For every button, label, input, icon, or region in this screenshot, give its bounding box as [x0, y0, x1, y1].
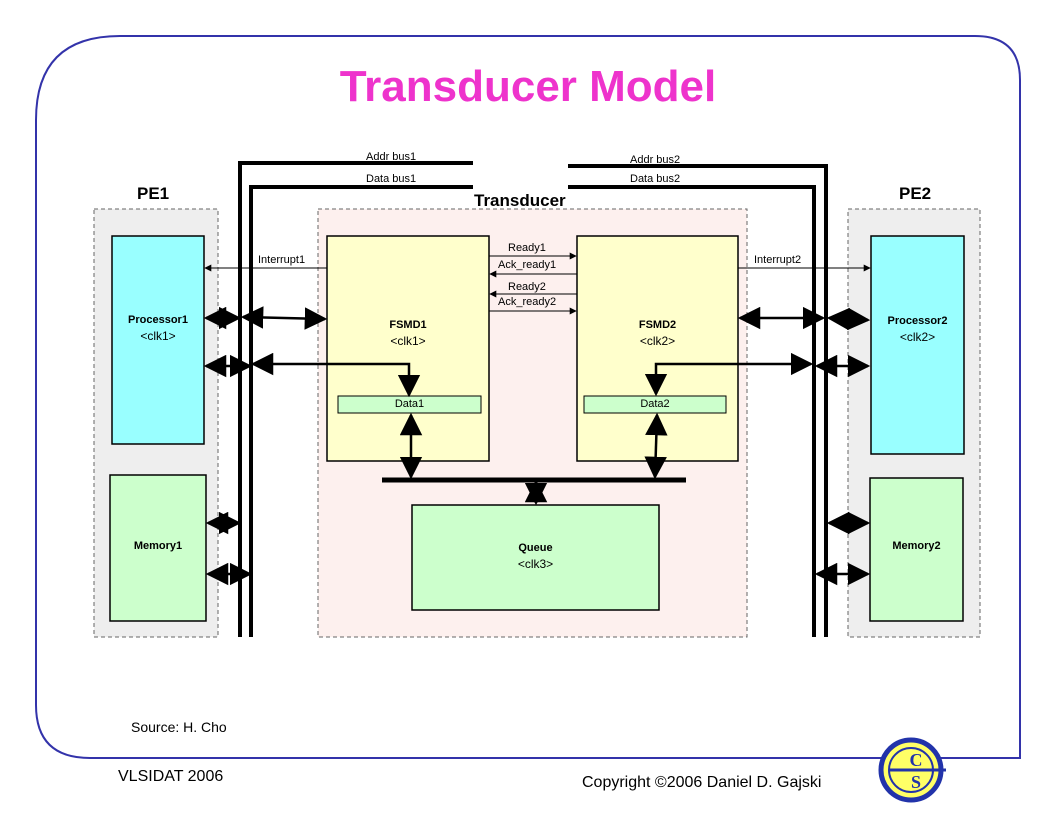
processor2-clk: <clk2> [899, 330, 936, 344]
processor1-block [111, 235, 205, 445]
memory2-block [869, 477, 964, 622]
fsmd2-clk: <clk2> [639, 334, 676, 348]
transducer-label: Transducer [474, 191, 566, 210]
pe1-label: PE1 [137, 184, 170, 203]
processor1-clk: <clk1> [140, 329, 176, 343]
ready1-label: Ready1 [508, 242, 546, 254]
data-bus2-label: Data bus2 [630, 173, 681, 185]
ready2-label: Ready2 [508, 281, 546, 293]
addr-bus1-label: Addr bus1 [366, 151, 417, 163]
data2-label: Data2 [640, 398, 670, 410]
data-bus1-label: Data bus1 [366, 173, 417, 185]
processor1-label: Processor1 <clk1> [112, 312, 204, 344]
data-bus2-line [568, 185, 816, 637]
queue-name: Queue [518, 542, 553, 554]
fsmd1-data-link [250, 352, 421, 398]
memory1-block [109, 474, 207, 622]
fsmd2-data-link [644, 352, 814, 397]
cesc-logo-icon: C S [878, 737, 946, 803]
addr-bus2-label: Addr bus2 [630, 154, 681, 166]
memory2-label: Memory2 [892, 540, 941, 552]
copyright-label: Copyright ©2006 Daniel D. Gajski [582, 774, 822, 791]
pe2-label: PE2 [899, 184, 932, 203]
processor2-name: Processor2 [887, 315, 948, 327]
source-note: Source: H. Cho [131, 719, 227, 735]
queue-label: Queue <clk3> [412, 540, 659, 572]
interrupt2-label: Interrupt2 [754, 254, 802, 266]
fsmd1-label: FSMD1 <clk1> [327, 317, 489, 349]
slide-title: Transducer Model [339, 62, 717, 111]
svg-text:S: S [911, 772, 921, 792]
svg-text:C: C [910, 750, 923, 770]
fsmd1-addr-link [240, 306, 328, 330]
queue-block [411, 504, 660, 611]
data-bus1-line [249, 185, 473, 637]
addr-bus2-line [568, 164, 828, 637]
interrupt1-label: Interrupt1 [258, 254, 306, 266]
addr-bus1-line [238, 161, 473, 637]
processor2-label: Processor2 <clk2> [871, 313, 964, 345]
ack-ready2-label: Ack_ready2 [498, 296, 557, 308]
queue-clk: <clk3> [517, 557, 554, 571]
slide-frame [35, 35, 1021, 759]
ack-ready1-label: Ack_ready1 [498, 259, 557, 271]
processor1-name: Processor1 [128, 314, 188, 326]
proc2-addr-link [826, 307, 871, 331]
fsmd2-label: FSMD2 <clk2> [577, 317, 738, 349]
fsmd2-name: FSMD2 [638, 319, 677, 331]
processor2-block [870, 235, 965, 455]
memory1-label: Memory1 [133, 540, 183, 552]
event-label: VLSIDAT 2006 [118, 768, 224, 785]
fsmd1-name: FSMD1 [389, 319, 427, 331]
data1-label: Data1 [394, 398, 425, 410]
fsmd1-clk: <clk1> [390, 334, 426, 348]
data2-queue-link [644, 412, 668, 480]
